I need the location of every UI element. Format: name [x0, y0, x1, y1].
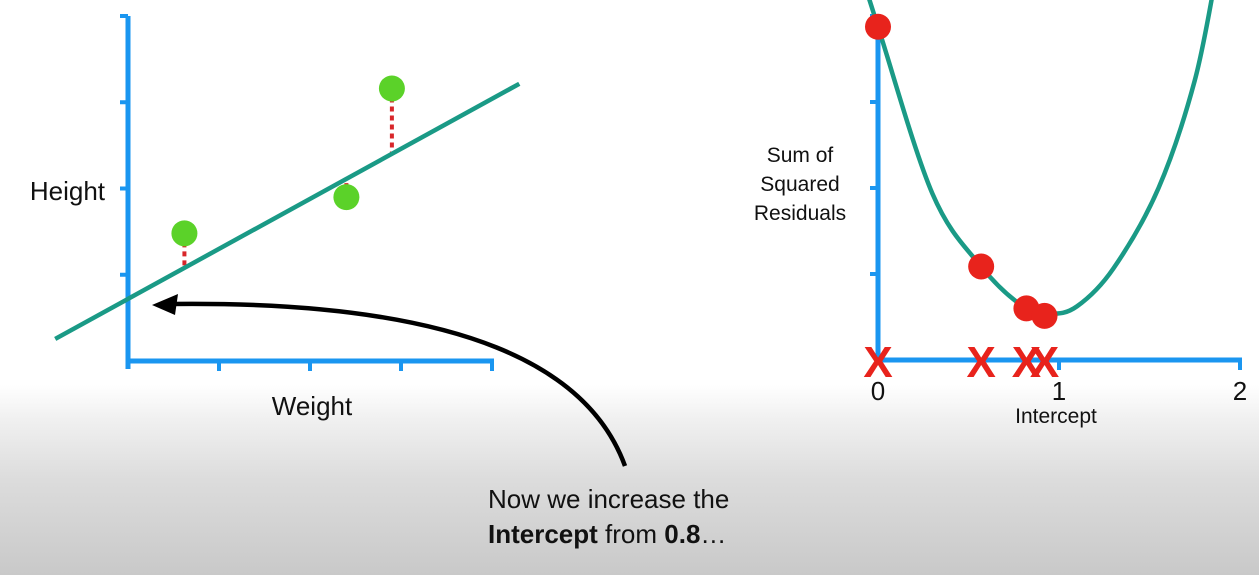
data-point: [378, 75, 405, 102]
left-x-axis-label: Weight: [272, 391, 353, 421]
data-point: [171, 220, 198, 247]
caption-bold-value: 0.8: [664, 519, 701, 549]
right-x-tick-label: 2: [1233, 376, 1247, 406]
right-x-tick-label: 1: [1052, 376, 1066, 406]
right-y-axis-label-line1: Sum of: [767, 144, 834, 167]
ssr-point: [1031, 302, 1058, 329]
right-x-axis-label: Intercept: [1015, 405, 1097, 428]
arrow-head-icon: [152, 294, 178, 315]
right-y-axis-label-line3: Residuals: [754, 202, 846, 225]
intercept-x-marker: X: [1012, 338, 1041, 387]
height-weight-scatter-chart: [54, 14, 521, 371]
curved-arrow-icon: [152, 294, 628, 467]
left-y-axis-label: Height: [30, 176, 106, 206]
right-x-tick-label: 0: [871, 376, 885, 406]
caption-from: from: [597, 519, 665, 549]
ssr-point: [865, 13, 891, 40]
caption-ellipsis: …: [700, 519, 727, 549]
intercept-x-marker: X: [1030, 338, 1059, 387]
data-point: [333, 184, 360, 211]
right-y-axis-label-line2: Squared: [760, 173, 839, 196]
intercept-x-marker: X: [966, 338, 995, 387]
fit-line: [54, 81, 521, 341]
caption-line-2: Intercept from 0.8…: [488, 517, 868, 552]
caption: Now we increase the Intercept from 0.8…: [488, 482, 868, 552]
caption-bold-intercept: Intercept: [488, 519, 598, 549]
caption-line-1: Now we increase the: [488, 484, 730, 514]
intercept-x-marker: X: [863, 338, 892, 387]
ssr-curve: [867, 0, 1214, 317]
ssr-point: [968, 253, 995, 280]
arrow-shaft: [167, 301, 628, 467]
